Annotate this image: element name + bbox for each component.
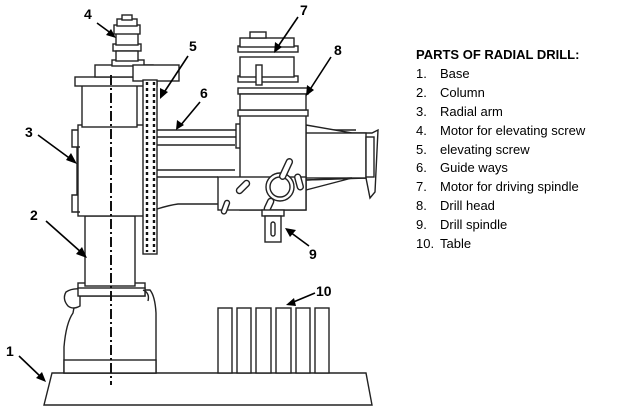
legend-item-label: Table xyxy=(440,236,472,252)
legend-item-label: Motor for elevating screw xyxy=(440,122,586,138)
legend-item: 6. Guide ways xyxy=(416,159,585,178)
table xyxy=(217,307,330,374)
elevating-motor xyxy=(111,14,145,67)
legend-item: 4. Motor for elevating screw xyxy=(416,122,585,141)
drill-spindle xyxy=(261,209,285,243)
legend-item: 7. Motor for driving spindle xyxy=(416,178,585,197)
legend-item-label: Drill spindle xyxy=(440,217,508,233)
legend-item-number: 7. xyxy=(416,179,427,195)
legend-item-number: 1. xyxy=(416,65,427,81)
legend-item-number: 2. xyxy=(416,84,427,100)
legend-item-label: Drill head xyxy=(440,198,495,214)
base xyxy=(43,372,373,406)
radial-arm-sleeve xyxy=(71,124,145,217)
legend-item-number: 4. xyxy=(416,122,427,138)
callout-6: 6 xyxy=(200,85,208,101)
elevating-screw xyxy=(132,64,180,255)
legend-item-label: Guide ways xyxy=(440,160,508,176)
legend-item: 2. Column xyxy=(416,84,585,103)
callout-7: 7 xyxy=(300,2,308,18)
legend-item-label: elevating screw xyxy=(440,141,530,157)
callout-8: 8 xyxy=(334,42,342,58)
legend-item: 9. Drill spindle xyxy=(416,216,585,235)
legend-item: 1. Base xyxy=(416,65,585,84)
column-upper xyxy=(74,64,158,128)
legend-item-number: 9. xyxy=(416,217,427,233)
legend-item-label: Column xyxy=(440,84,485,100)
legend-item-label: Motor for driving spindle xyxy=(440,179,579,195)
parts-legend: PARTS OF RADIAL DRILL: 1. Base 2. Column 3… xyxy=(416,46,585,254)
callout-3: 3 xyxy=(25,124,33,140)
callout-4: 4 xyxy=(84,6,92,22)
spindle-motor xyxy=(237,31,309,111)
legend-item-label: Radial arm xyxy=(440,103,503,119)
callout-5: 5 xyxy=(189,38,197,54)
legend-item-label: Base xyxy=(440,65,470,81)
callout-9: 9 xyxy=(309,246,317,262)
legend-item: 8. Drill head xyxy=(416,197,585,216)
legend-title: PARTS OF RADIAL DRILL: xyxy=(416,47,580,62)
legend-item-number: 10. xyxy=(416,236,435,252)
legend-list: 1. Base 2. Column 3. Radial arm 4. Motor for… xyxy=(416,65,585,254)
legend-item-number: 6. xyxy=(416,160,427,176)
callout-arrows xyxy=(18,16,332,382)
callout-10: 10 xyxy=(316,283,332,299)
legend-item: 10. Table xyxy=(416,235,585,254)
callout-1: 1 xyxy=(6,343,14,359)
handwheel xyxy=(220,158,304,215)
legend-item-number: 8. xyxy=(416,198,427,214)
legend-item: 5. elevating screw xyxy=(416,141,585,160)
callout-2: 2 xyxy=(30,207,38,223)
legend-item: 3. Radial arm xyxy=(416,103,585,122)
legend-item-number: 3. xyxy=(416,103,427,119)
drill-head xyxy=(217,109,379,211)
legend-item-number: 5. xyxy=(416,141,427,157)
